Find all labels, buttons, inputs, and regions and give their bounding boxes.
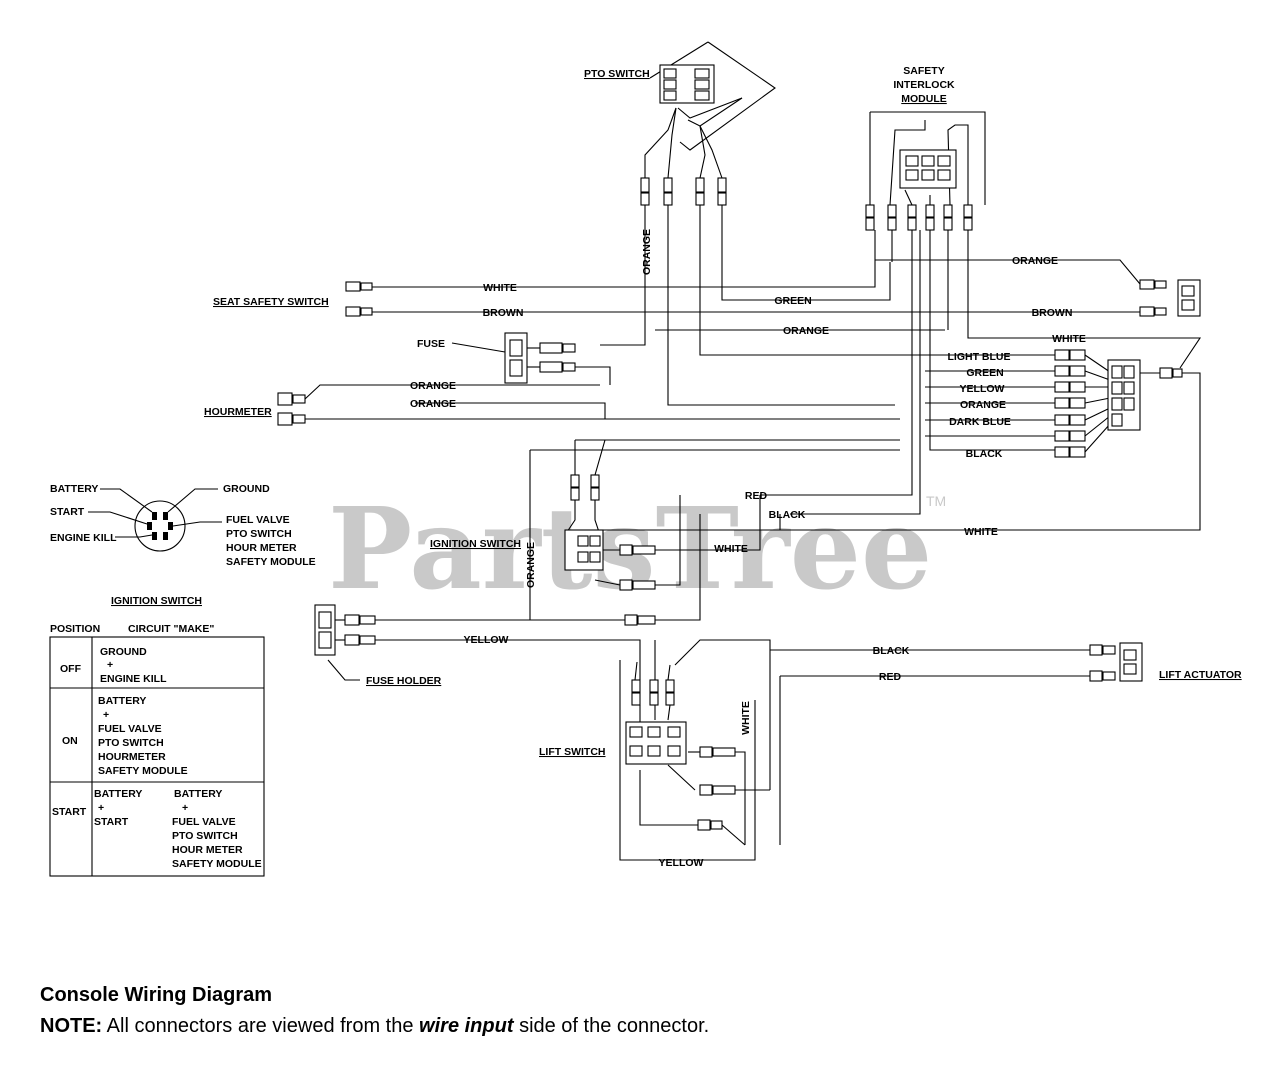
diagram-caption-title: Console Wiring Diagram (40, 984, 273, 1006)
wire-label-orange-pto: ORANGE (641, 229, 653, 275)
watermark-tm: TM (926, 493, 946, 509)
ignition-switch-title: IGNITION SWITCH (430, 538, 521, 550)
ign-row-on-plus: + (103, 709, 109, 721)
ign-row-off-line-1: GROUND (100, 646, 147, 658)
legend-start: START (50, 506, 85, 518)
ign-row-start-right-1: BATTERY (174, 788, 222, 800)
ign-row-start-right-3: PTO SWITCH (172, 830, 238, 842)
ign-row-on-line-3: PTO SWITCH (98, 737, 164, 749)
wire-label-orange-hour-1: ORANGE (410, 380, 456, 392)
legend-engine-kill: ENGINE KILL (50, 532, 117, 544)
legend-battery: BATTERY (50, 483, 98, 495)
legend-ground: GROUND (223, 483, 270, 495)
wire-label-white-ign: WHITE (714, 543, 748, 555)
connectors-vertical (570, 177, 973, 706)
wire-label-yellow-fuse: YELLOW (464, 634, 509, 646)
wire-label-green-right: GREEN (966, 367, 1003, 379)
ign-row-on-line-4: HOURMETER (98, 751, 166, 763)
wire-label-white-lift: WHITE (740, 701, 752, 735)
wire-label-white-right: WHITE (1052, 333, 1086, 345)
wire-label-yellow-right: YELLOW (960, 383, 1005, 395)
note-post: side of the connector. (519, 1015, 710, 1037)
wire-label-red-ign: RED (745, 490, 768, 502)
ign-table-col-position: POSITION (50, 623, 100, 635)
ignition-table-frame (49, 636, 265, 877)
wire-label-orange-ign: ORANGE (525, 542, 537, 588)
wire-label-black-right: BLACK (966, 448, 1003, 460)
ign-row-on-line-1: BATTERY (98, 695, 146, 707)
wire-label-brown-right: BROWN (1032, 307, 1073, 319)
ign-row-start-right-5: SAFETY MODULE (172, 858, 262, 870)
ign-table-col-circuit: CIRCUIT "MAKE" (128, 623, 214, 635)
safety-module-title-2: INTERLOCK (893, 79, 955, 91)
wire-label-yellow-lift: YELLOW (659, 857, 704, 869)
hourmeter-title: HOURMETER (204, 406, 272, 418)
ign-row-off-plus: + (107, 659, 113, 671)
connectors-horizontal (277, 279, 1183, 831)
ign-row-start-left-plus: + (98, 802, 104, 814)
wire-label-black-lift: BLACK (873, 645, 910, 657)
wire-label-orange-mid: ORANGE (783, 325, 829, 337)
fuse-title: FUSE (417, 338, 445, 350)
ign-row-start-left-2: START (94, 816, 129, 828)
legend-fuel-valve: FUEL VALVE (226, 514, 290, 526)
fuse-body (504, 332, 528, 384)
seat-safety-switch-title: SEAT SAFETY SWITCH (213, 296, 329, 308)
safety-interlock-module (899, 149, 957, 189)
ign-row-start-right-4: HOUR METER (172, 844, 243, 856)
ign-row-start-right-plus: + (182, 802, 188, 814)
ign-row-on-position: ON (62, 735, 78, 747)
right-multi-connector (1107, 359, 1141, 431)
note-label: NOTE: (40, 1015, 103, 1037)
safety-module-title-1: SAFETY (903, 65, 944, 77)
wire-label-black-ign: BLACK (769, 509, 806, 521)
wires (304, 41, 1202, 861)
lift-switch-body (625, 721, 687, 765)
ignition-switch-body (564, 529, 604, 571)
wire-label-orange-hour-2: ORANGE (410, 398, 456, 410)
legend-safety-module: SAFETY MODULE (226, 556, 316, 568)
lift-switch-title: LIFT SWITCH (539, 746, 606, 758)
pto-switch-title: PTO SWITCH (584, 68, 650, 80)
seat-connector-right (1177, 279, 1201, 317)
wire-label-orange-right: ORANGE (1012, 255, 1058, 267)
wire-label-orange-right-2: ORANGE (960, 399, 1006, 411)
lift-actuator-connector (1119, 642, 1143, 682)
safety-module-title-3: MODULE (901, 93, 947, 105)
wire-label-brown-seat: BROWN (483, 307, 524, 319)
wire-label-light-blue: LIGHT BLUE (948, 351, 1011, 363)
lift-actuator-title: LIFT ACTUATOR (1159, 669, 1242, 681)
fuse-holder-title: FUSE HOLDER (366, 675, 442, 687)
note-pre: All connectors are viewed from the (106, 1015, 414, 1037)
note-emphasis: wire input (419, 1015, 514, 1037)
ign-row-start-position: START (52, 806, 87, 818)
legend-pto-switch: PTO SWITCH (226, 528, 292, 540)
ign-row-start-left-1: BATTERY (94, 788, 142, 800)
wire-label-red-lift: RED (879, 671, 902, 683)
ign-row-off-line-2: ENGINE KILL (100, 673, 167, 685)
wire-label-white-seat: WHITE (483, 282, 517, 294)
legend-hour-meter: HOUR METER (226, 542, 297, 554)
ign-row-on-line-2: FUEL VALVE (98, 723, 162, 735)
ign-row-off-position: OFF (60, 663, 82, 675)
ign-row-start-right-2: FUEL VALVE (172, 816, 236, 828)
pto-switch (659, 64, 715, 104)
diagram-caption-note: NOTE: All connectors are viewed from the… (40, 1015, 709, 1038)
ign-table-title: IGNITION SWITCH (111, 595, 202, 607)
wire-label-dark-blue: DARK BLUE (949, 416, 1011, 428)
ign-row-on-line-5: SAFETY MODULE (98, 765, 188, 777)
wire-label-white-ign-long: WHITE (964, 526, 998, 538)
ignition-terminal-diagram (88, 488, 222, 552)
fuse-holder-body (314, 604, 336, 656)
wire-label-green-top: GREEN (774, 295, 811, 307)
